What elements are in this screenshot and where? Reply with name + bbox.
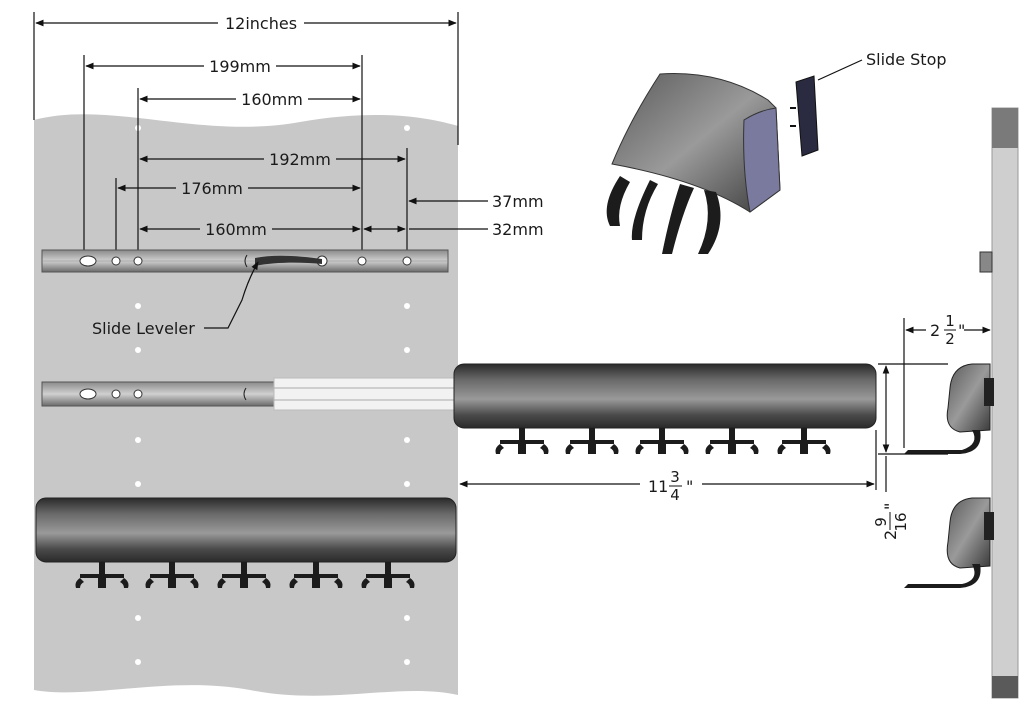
dim-192: 192mm bbox=[269, 150, 331, 169]
depth-den: 2 bbox=[945, 330, 955, 348]
extended-rack-bar bbox=[453, 363, 877, 454]
dim-37: 37mm bbox=[492, 192, 544, 211]
panel-holes bbox=[135, 125, 410, 665]
dim-160-top: 160mm bbox=[241, 90, 303, 109]
dim-overall-width: 12inches bbox=[225, 14, 297, 33]
side-profile-lower bbox=[904, 497, 994, 588]
depth-unit: " bbox=[958, 321, 965, 340]
slide-rail-top bbox=[41, 249, 449, 273]
side-wall bbox=[979, 107, 1019, 699]
slide-leveler-callout: Slide Leveler bbox=[90, 261, 259, 338]
length-den: 4 bbox=[670, 486, 680, 504]
length-num: 3 bbox=[670, 468, 680, 486]
length-unit: " bbox=[686, 477, 693, 496]
height-dimension bbox=[878, 363, 948, 492]
slide-stop-label: Slide Stop bbox=[866, 50, 947, 69]
height-label: 2 9 16 " bbox=[872, 503, 910, 540]
height-unit: " bbox=[881, 503, 900, 510]
length-whole: 11 bbox=[648, 477, 668, 496]
closed-rack-bar bbox=[35, 497, 457, 588]
height-whole: 2 bbox=[881, 530, 900, 540]
height-den: 16 bbox=[892, 512, 910, 531]
dim-160-bottom: 160mm bbox=[205, 220, 267, 239]
slide-stop-inset bbox=[606, 59, 863, 254]
height-num: 9 bbox=[872, 517, 890, 527]
side-profile-upper bbox=[904, 363, 994, 454]
depth-whole: 2 bbox=[930, 321, 940, 340]
dim-176: 176mm bbox=[181, 179, 243, 198]
dim-199: 199mm bbox=[209, 57, 271, 76]
depth-num: 1 bbox=[945, 312, 955, 330]
slide-rail-extended bbox=[41, 377, 455, 411]
dim-32: 32mm bbox=[492, 220, 544, 239]
slide-leveler-label: Slide Leveler bbox=[92, 319, 195, 338]
depth-dimension bbox=[903, 318, 991, 448]
